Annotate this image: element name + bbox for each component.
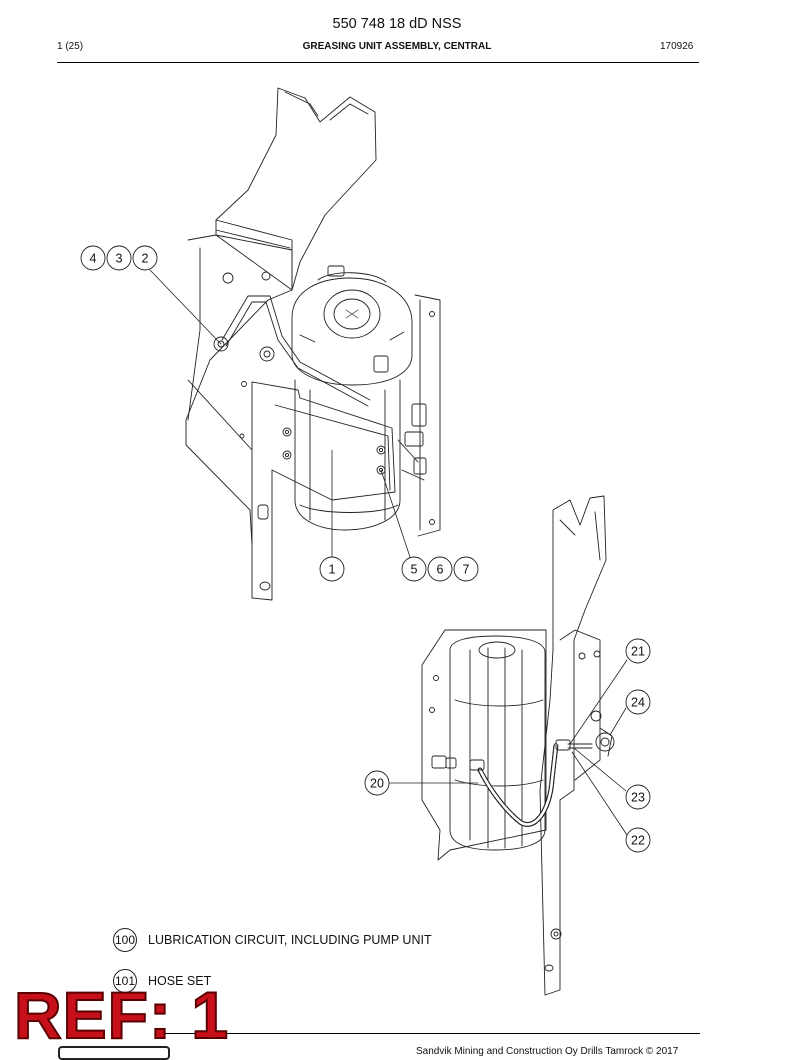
svg-text:23: 23 [631,791,645,805]
callout-23: 23 [625,784,651,810]
legend-item-101: 101 HOSE SET [113,969,211,993]
callouts-lower: 21 24 20 23 22 [364,638,651,853]
callout-5: 5 [401,556,427,582]
legend-item-100: 100 LUBRICATION CIRCUIT, INCLUDING PUMP … [113,928,432,952]
legend-description: HOSE SET [148,974,212,988]
svg-text:20: 20 [370,777,384,791]
svg-text:3: 3 [116,252,123,266]
callout-7: 7 [453,556,479,582]
svg-text:21: 21 [631,645,645,659]
leader-lines [149,269,628,836]
document-number: 550 748 18 dD NSS [332,16,462,32]
footer-divider [160,1033,700,1034]
legend-description: LUBRICATION CIRCUIT, INCLUDING PUMP UNIT [148,933,432,947]
callout-20: 20 [364,770,390,796]
callouts-upper: 4 3 2 1 5 6 7 [80,245,479,582]
svg-text:6: 6 [437,563,444,577]
callout-21: 21 [625,638,651,664]
callout-22: 22 [625,827,651,853]
date-code: 170926 [660,41,694,52]
callout-6: 6 [427,556,453,582]
svg-text:2: 2 [142,252,149,266]
section-title: GREASING UNIT ASSEMBLY, CENTRAL [302,41,492,52]
copyright-notice: Sandvik Mining and Construction Oy Drill… [416,1046,679,1057]
lower-assembly [421,495,615,996]
svg-text:1: 1 [329,563,336,577]
callout-4: 4 [80,245,106,271]
svg-text:22: 22 [631,834,645,848]
callout-24: 24 [625,689,651,715]
page-indicator: 1 (25) [57,41,84,52]
header-divider [57,62,699,63]
callout-2: 2 [132,245,158,271]
reference-stamp: REF: 1 [13,978,230,1052]
callout-1: 1 [319,556,345,582]
svg-text:24: 24 [631,696,645,710]
callout-3: 3 [106,245,132,271]
legend-number: 101 [113,969,137,993]
svg-text:5: 5 [411,563,418,577]
upper-assembly [185,87,441,601]
svg-text:7: 7 [463,563,470,577]
svg-text:4: 4 [90,252,97,266]
legend-number: 100 [113,928,137,952]
